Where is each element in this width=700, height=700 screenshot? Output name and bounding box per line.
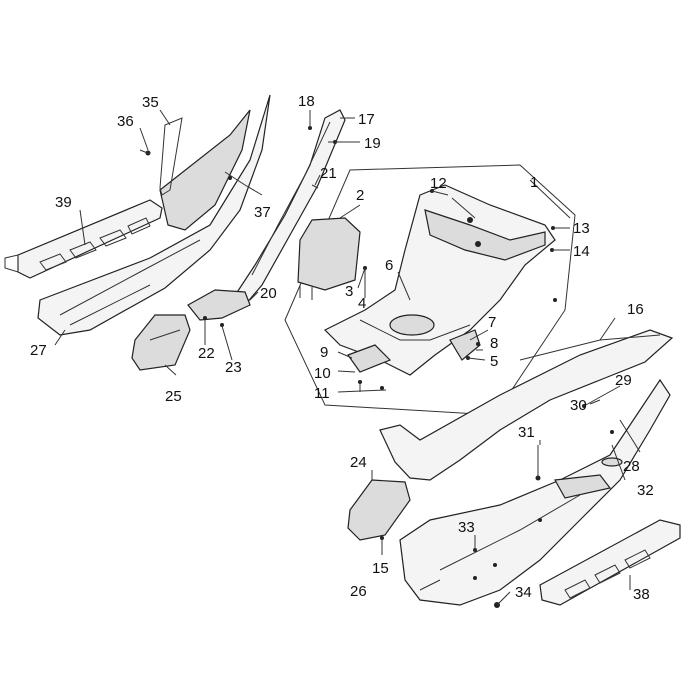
label-21: 21 — [320, 165, 337, 182]
label-37: 37 — [254, 204, 271, 221]
part-38-floor-mat-right — [539, 519, 681, 606]
part-24-cover-right — [347, 479, 411, 541]
label-39: 39 — [55, 194, 72, 211]
label-10: 10 — [314, 365, 331, 382]
label-24: 24 — [350, 454, 367, 471]
label-12: 12 — [430, 175, 447, 192]
label-14: 14 — [573, 243, 590, 260]
label-15: 15 — [372, 560, 389, 577]
label-18: 18 — [298, 93, 315, 110]
label-33: 33 — [458, 519, 475, 536]
label-29: 29 — [615, 372, 632, 389]
label-7: 7 — [488, 314, 496, 331]
part-35-cable-trim — [139, 117, 183, 196]
part-20-lower-bracket — [187, 289, 251, 327]
label-3: 3 — [345, 283, 353, 300]
part-26-floor-base-right — [399, 378, 671, 606]
label-32: 32 — [637, 482, 654, 499]
label-27: 27 — [30, 342, 47, 359]
label-30: 30 — [570, 397, 587, 414]
label-20: 20 — [260, 285, 277, 302]
part-2-seat-pad — [297, 217, 361, 300]
label-26: 26 — [350, 583, 367, 600]
label-35: 35 — [142, 94, 159, 111]
label-31: 31 — [518, 424, 535, 441]
label-25: 25 — [165, 388, 182, 405]
part-1-leg-shield-frame — [284, 164, 576, 416]
leader-lines — [54, 109, 641, 606]
label-5: 5 — [490, 353, 498, 370]
part-27-side-panel-left — [37, 94, 271, 336]
part-10-hinge — [347, 344, 392, 390]
label-28: 28 — [623, 458, 640, 475]
label-11: 11 — [314, 385, 330, 402]
label-34: 34 — [515, 584, 532, 601]
label-17: 17 — [358, 111, 375, 128]
label-4: 4 — [358, 295, 366, 312]
part-1-inner-shield — [323, 184, 556, 376]
label-16: 16 — [627, 301, 644, 318]
label-38: 38 — [633, 586, 650, 603]
part-39-floor-mat-left — [4, 199, 163, 279]
part-7-latch — [449, 329, 481, 361]
label-22: 22 — [198, 345, 215, 362]
label-8: 8 — [490, 335, 498, 352]
label-36: 36 — [117, 113, 134, 130]
label-1: 1 — [530, 174, 538, 191]
label-9: 9 — [320, 344, 328, 361]
part-labels: 1 2 3 4 5 6 7 8 9 10 11 12 13 14 15 16 1… — [30, 93, 654, 603]
label-19: 19 — [364, 135, 381, 152]
label-2: 2 — [356, 187, 364, 204]
label-6: 6 — [385, 257, 393, 274]
label-23: 23 — [225, 359, 242, 376]
part-25-cover-left — [131, 314, 191, 371]
label-13: 13 — [573, 220, 590, 237]
